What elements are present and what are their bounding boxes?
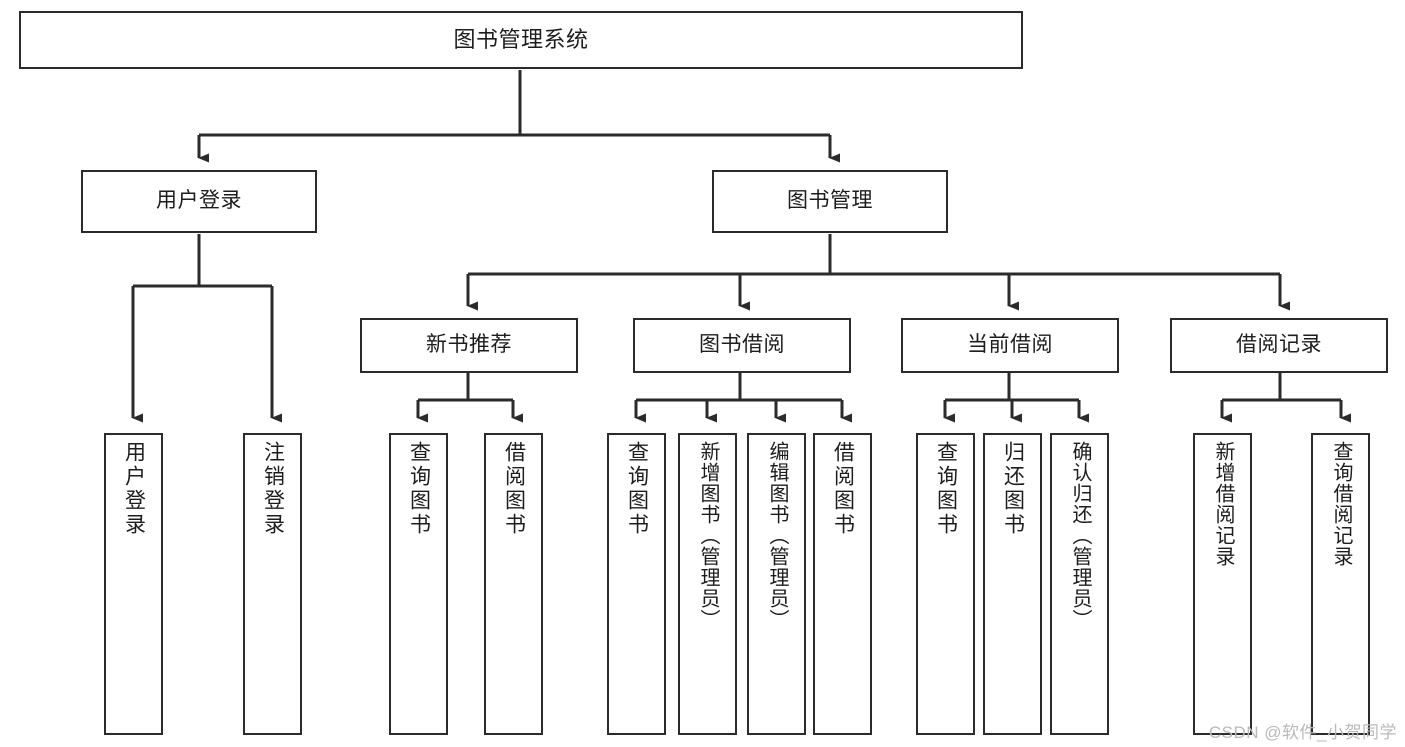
node-leaf-user-login[interactable]: 用户登录 xyxy=(104,433,163,735)
node-label: 新增图书（管理员） xyxy=(697,441,719,630)
node-label: 查询图书 xyxy=(407,441,431,537)
node-label: 新书推荐 xyxy=(426,333,512,357)
node-label: 借阅图书 xyxy=(502,441,526,537)
node-book-manage[interactable]: 图书管理 xyxy=(712,170,948,233)
node-leaf-add-borrow-record[interactable]: 新增借阅记录 xyxy=(1193,433,1252,735)
node-leaf-edit-book-admin[interactable]: 编辑图书（管理员） xyxy=(747,433,806,735)
node-leaf-query-book-2[interactable]: 查询图书 xyxy=(607,433,666,735)
node-label: 查询图书 xyxy=(625,441,649,537)
node-label: 当前借阅 xyxy=(967,333,1053,357)
node-label: 图书借阅 xyxy=(699,333,785,357)
node-leaf-query-book-3[interactable]: 查询图书 xyxy=(916,433,975,735)
node-label: 借阅记录 xyxy=(1236,333,1322,357)
node-user-login[interactable]: 用户登录 xyxy=(81,170,317,233)
node-label: 注销登录 xyxy=(261,441,285,537)
node-leaf-return-book[interactable]: 归还图书 xyxy=(983,433,1042,735)
node-new-book-recommend[interactable]: 新书推荐 xyxy=(360,318,578,373)
node-label: 归还图书 xyxy=(1001,441,1025,537)
node-label: 借阅图书 xyxy=(831,441,855,537)
node-label: 用户登录 xyxy=(122,441,146,537)
node-current-borrow[interactable]: 当前借阅 xyxy=(901,318,1119,373)
node-root-system[interactable]: 图书管理系统 xyxy=(19,11,1023,69)
node-label: 查询借阅记录 xyxy=(1330,441,1352,567)
node-leaf-borrow-book-1[interactable]: 借阅图书 xyxy=(484,433,543,735)
node-leaf-borrow-book-2[interactable]: 借阅图书 xyxy=(813,433,872,735)
node-borrow-record[interactable]: 借阅记录 xyxy=(1170,318,1388,373)
node-label: 图书管理系统 xyxy=(453,27,589,53)
node-label: 新增借阅记录 xyxy=(1212,441,1234,567)
watermark-text: CSDN @软件_小贺同学 xyxy=(1208,723,1397,742)
node-leaf-logout-login[interactable]: 注销登录 xyxy=(243,433,302,735)
node-label: 查询图书 xyxy=(934,441,958,537)
node-book-borrow[interactable]: 图书借阅 xyxy=(633,318,851,373)
node-leaf-query-book-1[interactable]: 查询图书 xyxy=(389,433,448,735)
node-leaf-confirm-return-admin[interactable]: 确认归还（管理员） xyxy=(1050,433,1109,735)
node-leaf-add-book-admin[interactable]: 新增图书（管理员） xyxy=(678,433,737,735)
node-label: 用户登录 xyxy=(156,189,242,213)
node-label: 图书管理 xyxy=(787,189,873,213)
node-label: 确认归还（管理员） xyxy=(1069,441,1091,630)
node-leaf-query-borrow-record[interactable]: 查询借阅记录 xyxy=(1311,433,1370,735)
node-label: 编辑图书（管理员） xyxy=(766,441,788,630)
